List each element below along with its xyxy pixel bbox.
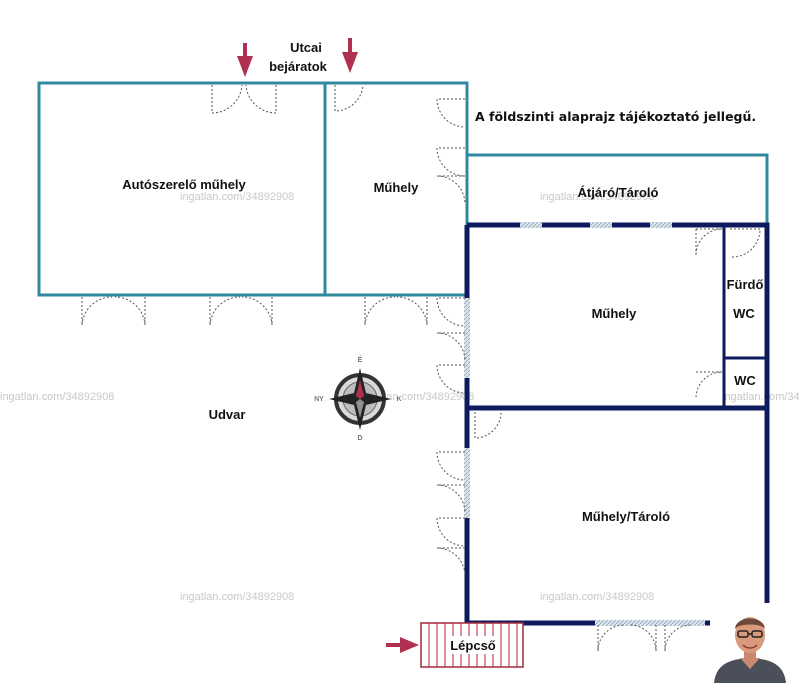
room-label-stairs: Lépcső bbox=[450, 638, 496, 653]
watermarks: ingatlan.com/34892908 ingatlan.com/34892… bbox=[0, 191, 800, 603]
down-arrow-icon bbox=[237, 43, 253, 77]
entrance-arrows bbox=[237, 38, 358, 77]
watermark: ingatlan.com/34892908 bbox=[180, 191, 294, 203]
watermark: ingatlan.com/34892908 bbox=[722, 391, 800, 403]
compass-west-label: NY bbox=[314, 396, 324, 403]
compass-south-label: D bbox=[357, 435, 362, 442]
room-labels: Autószerelő műhely Műhely Átjáró/Tároló … bbox=[122, 177, 763, 524]
compass-north-label: É bbox=[358, 355, 363, 364]
room-label-bathroom: Fürdő bbox=[727, 277, 764, 292]
watermark: ingatlan.com/34892908 bbox=[0, 391, 114, 403]
compass-east-label: K bbox=[396, 396, 401, 403]
agent-avatar bbox=[710, 603, 790, 683]
room-label-yard: Udvar bbox=[209, 407, 246, 422]
room-label-car-workshop: Autószerelő műhely bbox=[122, 177, 246, 192]
rear-building-walls bbox=[464, 222, 770, 626]
plan-note: A földszinti alaprajz tájékoztató jelleg… bbox=[475, 109, 756, 124]
entrance-label-line1: Utcai bbox=[290, 40, 322, 55]
doors bbox=[81, 84, 761, 652]
watermark: ingatlan.com/34892908 bbox=[540, 591, 654, 603]
down-arrow-icon bbox=[342, 38, 358, 73]
watermark: ingatlan.com/34892908 bbox=[180, 591, 294, 603]
agent-portrait-icon bbox=[710, 603, 790, 683]
room-label-workshop-storage: Műhely/Tároló bbox=[582, 509, 670, 524]
watermark: ingatlan.com/34892908 bbox=[540, 191, 654, 203]
right-arrow-icon bbox=[386, 637, 419, 653]
room-label-wc-1: WC bbox=[733, 306, 755, 321]
room-label-workshop-mid: Műhely bbox=[592, 306, 638, 321]
entrance-label-line2: bejáratok bbox=[269, 59, 328, 74]
room-label-workshop-top: Műhely bbox=[374, 180, 420, 195]
windows bbox=[464, 222, 705, 626]
watermark: ingatlan.com/34892908 bbox=[360, 391, 474, 403]
stairs: Lépcső bbox=[386, 622, 524, 668]
room-label-wc-2: WC bbox=[734, 373, 756, 388]
room-label-passage: Átjáró/Tároló bbox=[578, 185, 659, 200]
compass-icon: É D K NY bbox=[314, 355, 401, 442]
